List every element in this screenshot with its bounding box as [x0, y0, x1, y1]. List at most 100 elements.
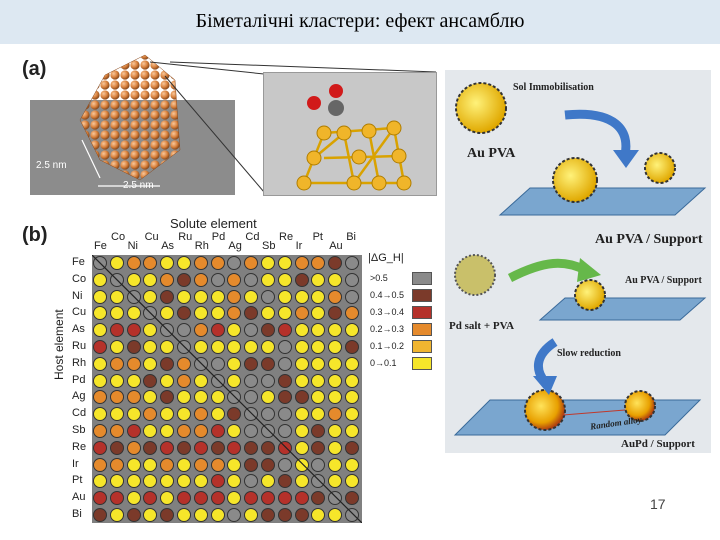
matrix-cell — [126, 457, 141, 472]
matrix-cell — [345, 289, 359, 304]
matrix-cell — [109, 491, 124, 506]
matrix-cell — [328, 407, 343, 422]
matrix-cell — [109, 390, 124, 405]
matrix-cell — [109, 373, 124, 388]
matrix-cell — [328, 306, 343, 321]
matrix-cell — [345, 440, 359, 455]
solute-label: Ni — [127, 240, 138, 252]
matrix-cell — [244, 289, 259, 304]
legend-label: 0.3→0.4 — [370, 307, 405, 317]
matrix-cell — [328, 491, 343, 506]
matrix-cell — [193, 272, 208, 287]
matrix-cell — [210, 256, 225, 270]
matrix-cell — [345, 306, 359, 321]
matrix-cell — [143, 272, 158, 287]
solute-label: Pd — [211, 231, 226, 243]
matrix-cell — [193, 491, 208, 506]
matrix-cell — [345, 340, 359, 354]
host-label: Sb — [72, 424, 86, 436]
matrix-cell — [177, 440, 191, 455]
solute-label: Pt — [312, 231, 323, 243]
matrix-cell — [160, 390, 175, 405]
matrix-cell — [126, 272, 141, 287]
matrix-cell — [328, 356, 343, 371]
matrix-cell — [328, 457, 343, 472]
lattice-model — [296, 84, 412, 191]
nanocluster-illustration — [79, 54, 181, 187]
matrix-cell — [210, 407, 225, 422]
legend-label: 0.4→0.5 — [370, 290, 405, 300]
matrix-cell — [227, 424, 242, 438]
legend-swatch — [412, 272, 432, 285]
matrix-cell — [311, 373, 326, 388]
matrix-cell — [177, 323, 191, 338]
matrix-cell — [160, 407, 175, 422]
diagonal-line — [92, 255, 362, 523]
host-label: As — [72, 323, 85, 336]
matrix-cell — [261, 256, 275, 270]
matrix-cell — [160, 356, 175, 371]
matrix-cell — [126, 407, 141, 422]
matrix-cell — [160, 256, 175, 270]
active-site-inset — [263, 72, 437, 196]
matrix-cell — [328, 424, 343, 438]
matrix-cell — [277, 323, 292, 338]
legend-title: |ΔG_H| — [368, 252, 404, 264]
matrix-cell — [244, 306, 259, 321]
page-number: 17 — [650, 496, 666, 512]
matrix-cell — [160, 373, 175, 388]
matrix-cell — [277, 440, 292, 455]
matrix-cell — [277, 256, 292, 270]
legend-swatch — [412, 323, 432, 336]
matrix-cell — [143, 508, 158, 522]
matrix-cell — [160, 440, 175, 455]
solute-label: Ir — [295, 240, 303, 252]
matrix-cell — [311, 323, 326, 338]
matrix-cell — [311, 508, 326, 522]
matrix-cell — [193, 424, 208, 438]
matrix-cell — [126, 440, 141, 455]
matrix-cell — [244, 407, 259, 422]
host-label: Pt — [72, 474, 83, 487]
matrix-cell — [143, 373, 158, 388]
matrix-cell — [311, 306, 326, 321]
matrix-cell — [93, 407, 107, 422]
matrix-cell — [210, 390, 225, 405]
matrix-cell — [311, 424, 326, 438]
matrix-cell — [311, 356, 326, 371]
matrix-cell — [277, 491, 292, 506]
matrix-cell — [277, 390, 292, 405]
matrix-cell — [227, 373, 242, 388]
au-pva-label: Au PVA — [467, 146, 516, 161]
matrix-cell — [227, 323, 242, 338]
legend-label: 0.2→0.3 — [370, 324, 405, 334]
solute-label: Re — [279, 231, 294, 243]
matrix-cell — [328, 474, 343, 489]
matrix-cell — [210, 356, 225, 371]
matrix-cell — [261, 306, 275, 321]
host-label: Bi — [72, 508, 82, 520]
matrix-cell — [277, 340, 292, 354]
matrix-cell — [345, 407, 359, 422]
matrix-cell — [126, 390, 141, 405]
matrix-cell — [328, 373, 343, 388]
matrix-cell — [244, 424, 259, 438]
dimension-label-bottom: 2.5 nm — [123, 180, 154, 191]
matrix-cell — [345, 424, 359, 438]
matrix-cell — [177, 457, 191, 472]
matrix-cell — [227, 474, 242, 489]
matrix-cell — [93, 272, 107, 287]
matrix-cell — [227, 340, 242, 354]
synthesis-schematic: Sol Immobilisation Au PVA Au PVA / Suppo… — [445, 70, 711, 453]
matrix-cell — [126, 306, 141, 321]
matrix-cell — [177, 373, 191, 388]
matrix-cell — [126, 491, 141, 506]
interaction-matrix — [92, 255, 362, 523]
matrix-cell — [93, 306, 107, 321]
matrix-cell — [126, 474, 141, 489]
matrix-cell — [277, 289, 292, 304]
host-label: Ag — [72, 390, 86, 403]
matrix-cell — [143, 491, 158, 506]
matrix-cell — [227, 289, 242, 304]
solute-label: Fe — [94, 240, 107, 252]
